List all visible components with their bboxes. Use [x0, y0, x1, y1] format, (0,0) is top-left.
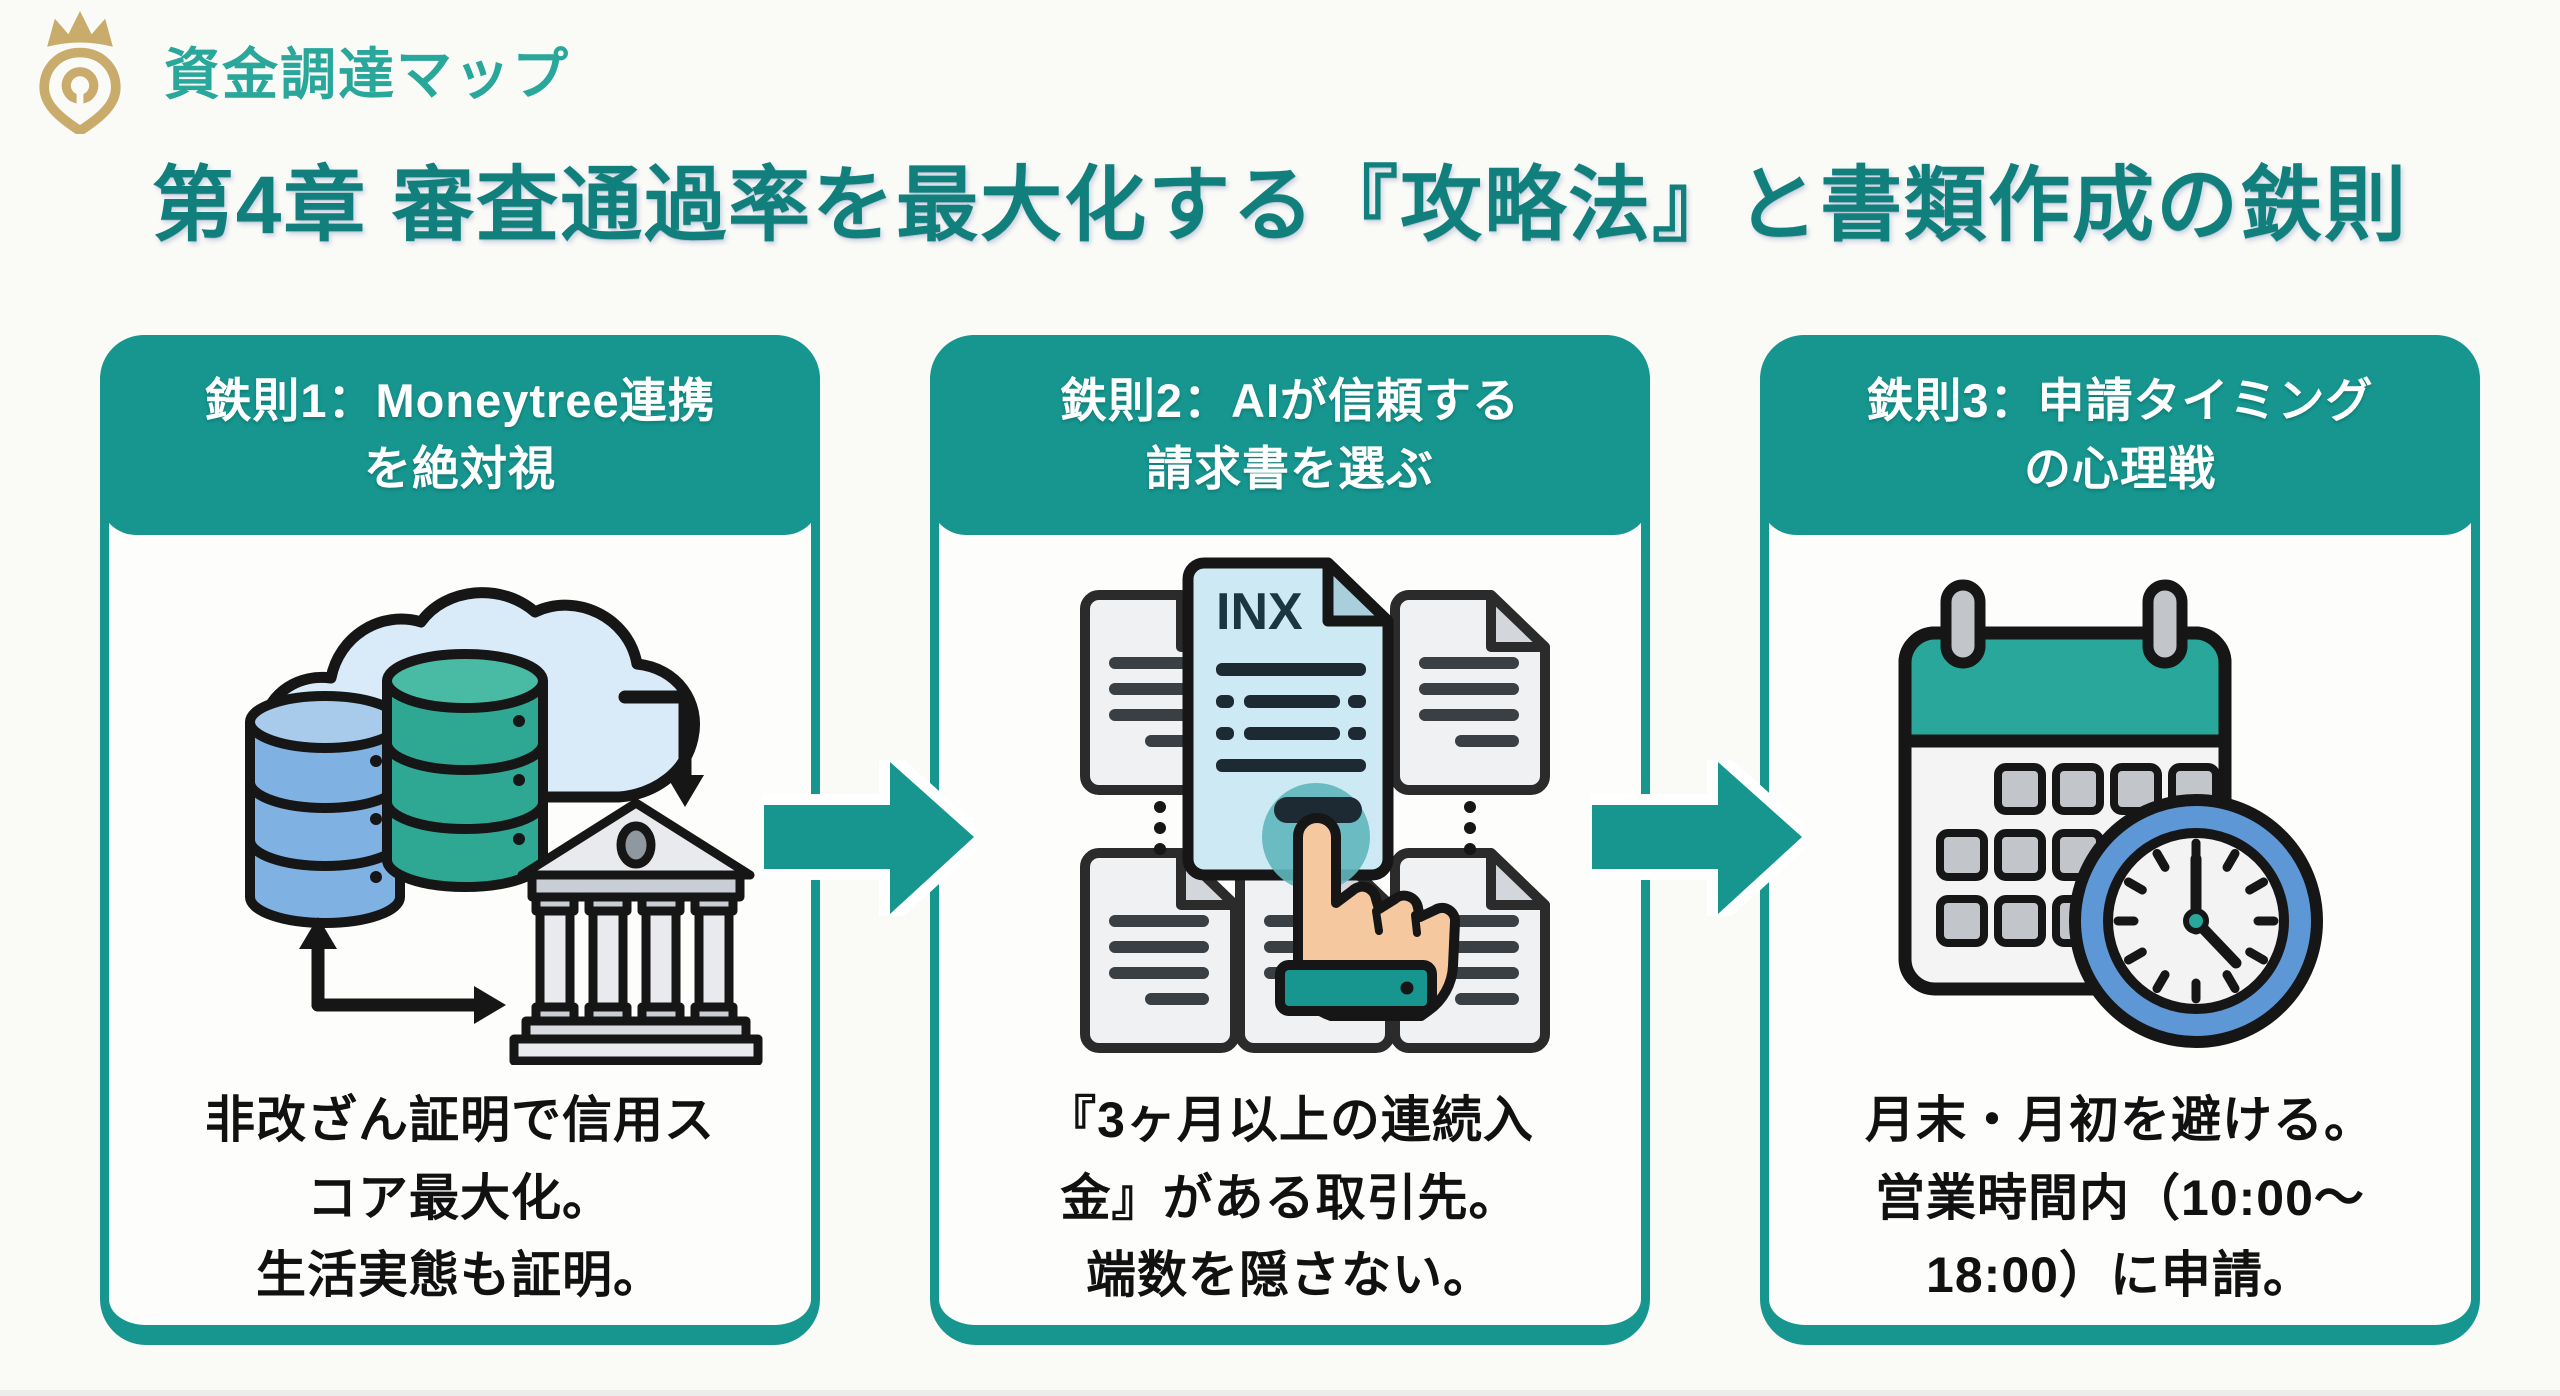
crown-pin-logo-icon — [39, 11, 121, 134]
card-rule-3: 鉄則3：申請タイミング の心理戦 — [1760, 335, 2480, 1345]
card-2-body-text: 『3ヶ月以上の連続入 金』がある取引先。 端数を隠さない。 — [1046, 1092, 1534, 1303]
invoice-label: INX — [1216, 583, 1303, 641]
document-bottom-left — [1085, 853, 1235, 1048]
bottom-edge-strip — [0, 1390, 2560, 1396]
card-2-header: 鉄則2：AIが信頼する 請求書を選ぶ — [930, 335, 1650, 535]
clock — [2069, 794, 2323, 1048]
card-1-header: 鉄則1：Moneytree連携 を絶対視 — [100, 335, 820, 535]
card-3-body-text: 月末・月初を避ける。 営業時間内（10:00～ 18:00）に申請。 — [1865, 1092, 2375, 1303]
page-title: 第4章 審査通過率を最大化する『攻略法』と書類作成の鉄則 — [151, 160, 2409, 251]
cloud-database-bank-icon — [100, 545, 820, 1066]
document-top-right — [1395, 595, 1545, 790]
sync-arrows — [311, 690, 692, 1012]
arrow-right-icon-1 — [762, 760, 976, 916]
brand-header: 資金調達マップ — [22, 6, 570, 134]
brand-name: 資金調達マップ — [164, 42, 570, 106]
calendar-clock-icon — [1760, 545, 2480, 1065]
card-rule-2: 鉄則2：AIが信頼する 請求書を選ぶ — [930, 335, 1650, 1345]
card-1-body-text: 非改ざん証明で信用ス コア最大化。 生活実態も証明。 — [205, 1092, 715, 1303]
invoice-selection-icon: INX — [930, 545, 1650, 1065]
card-3-header: 鉄則3：申請タイミング の心理戦 — [1760, 335, 2480, 535]
hand-cursor — [1275, 813, 1461, 1021]
card-rule-1: 鉄則1：Moneytree連携 を絶対視 — [100, 335, 820, 1345]
dotted-connectors — [1154, 801, 1476, 855]
arrow-right-icon-2 — [1590, 760, 1804, 916]
